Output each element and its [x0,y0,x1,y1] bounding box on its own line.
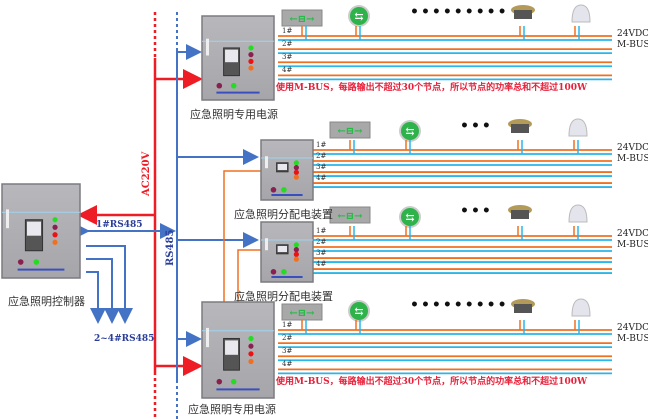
dome-light-icon [571,4,591,23]
mbus-label: M-BUS [617,240,648,250]
channel-label: 3# [316,163,327,172]
evacuation-sign-icon: ⇆ [399,206,421,228]
indicator-led [248,52,254,58]
rs485-bus [74,12,259,419]
vdc-label: 24VDC [617,229,648,239]
channel-label: 3# [282,347,293,356]
indicator-led [293,247,299,253]
channel-label: 2# [316,152,327,161]
dome-light-icon [568,118,588,137]
note-top: 使用M-BUS，每路输出不超过30个节点，所以节点的功率总和不超过100W [276,83,588,93]
mbus-label: M-BUS [617,40,648,50]
indicator-led [293,169,299,175]
channel-label: 1# [282,321,293,329]
channel-label: 4# [282,360,293,369]
vdc-label: 24VDC [617,143,648,153]
mbus-label: M-BUS [617,154,648,164]
power-supply-bottom-label: 应急照明专用电源 [188,403,276,416]
ac220v-bus [77,12,203,419]
channel-label: 3# [282,53,293,62]
distribution-1-label: 应急照明分配电装置 [234,208,333,221]
ac220v-label: AC220V [141,151,152,196]
dome-light-icon [568,204,588,223]
exit-sign-icon: ←⊟→ [281,9,323,27]
channel-label: 3# [316,249,327,258]
indicator-led [52,217,58,223]
indicator-led [52,239,58,245]
rs485-2-4-label: 2~4#RS485 [94,334,155,344]
indicator-led [293,174,299,180]
indicator-led [52,232,58,238]
distribution-1-cabinet [260,139,314,201]
channel-label: 1# [282,27,293,35]
indicator-led [248,65,254,71]
indicator-led [293,242,299,248]
channel-label: 2# [282,334,293,343]
ellipsis-row-3: ••• [460,203,493,219]
svg-text:←⊟→: ←⊟→ [337,126,363,137]
indicator-led [248,343,254,349]
evacuation-sign-icon: ⇆ [399,120,421,142]
downlight-icon [511,5,535,19]
evacuation-sign-icon: ⇆ [348,300,370,322]
indicator-led [248,335,254,342]
mbus-label: M-BUS [617,334,648,344]
ellipsis-row-4: ••••••••• [410,297,509,313]
svg-text:⇆: ⇆ [405,125,414,138]
svg-text:⇆: ⇆ [354,305,363,318]
svg-text:←⊟→: ←⊟→ [289,14,315,25]
svg-text:⇆: ⇆ [405,211,414,224]
controller-label: 应急照明控制器 [8,295,85,308]
indicator-led [248,358,254,365]
exit-sign-icon: ←⊟→ [281,303,323,321]
downlight-icon [508,205,532,219]
exit-sign-icon: ←⊟→ [329,121,371,139]
indicator-led [293,256,299,262]
vdc-label: 24VDC [617,323,648,333]
indicator-led [52,224,58,230]
power-supply-top-cabinet [201,15,275,101]
downlight-icon [511,299,535,313]
vdc-label: 24VDC [617,29,648,39]
exit-sign-icon: ←⊟→ [329,206,371,224]
svg-text:←⊟→: ←⊟→ [337,211,363,222]
indicator-led [293,160,299,166]
distribution-2-cabinet [260,221,314,283]
ellipsis-row-2: ••• [460,118,493,134]
indicator-led [293,165,299,171]
rs485-1-label: 1#RS485 [96,220,143,230]
dome-light-icon [571,298,591,317]
evacuation-sign-icon: ⇆ [348,5,370,27]
channel-label: 4# [282,66,293,75]
svg-text:←⊟→: ←⊟→ [289,308,315,319]
indicator-led [248,45,254,51]
power-supply-bottom-cabinet [201,301,275,399]
svg-text:⇆: ⇆ [354,10,363,23]
controller-cabinet [1,183,81,279]
channel-label: 4# [316,174,327,183]
power-supply-top-label: 应急照明专用电源 [190,108,278,121]
channel-label: 2# [282,40,293,49]
indicator-led [293,251,299,257]
indicator-led [248,58,254,64]
power-feed-2 [237,249,262,310]
channel-label: 1# [316,141,327,149]
channel-label: 4# [316,260,327,269]
channel-label: 2# [316,238,327,247]
indicator-led [248,351,254,357]
rs485-label: RS485 [165,229,176,266]
ellipsis-row-1: ••••••••• [410,4,509,20]
distribution-2-label: 应急照明分配电装置 [234,290,333,303]
note-bottom: 使用M-BUS，每路输出不超过30个节点，所以节点的功率总和不超过100W [276,377,588,387]
channel-label: 1# [316,227,327,235]
power-feed-1 [223,170,262,310]
downlight-icon [508,119,532,133]
